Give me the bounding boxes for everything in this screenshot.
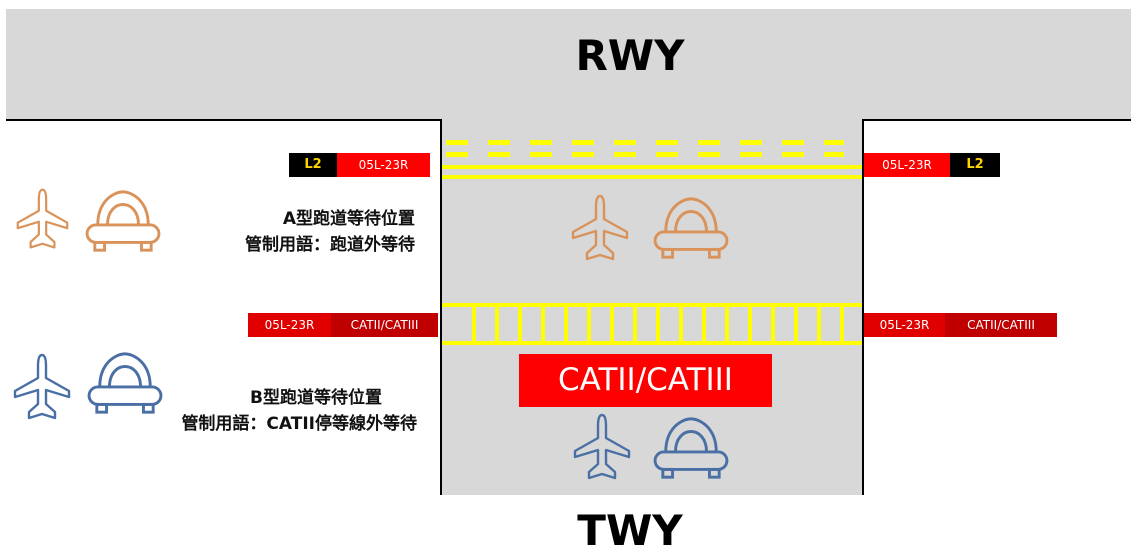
- runway-designation-sign: 05L-23R: [864, 313, 945, 337]
- airplane-icon: [15, 183, 70, 255]
- airplane-icon: [572, 410, 632, 484]
- taxiway-label: TWY: [577, 506, 683, 555]
- left-area-top-edge: [6, 119, 442, 121]
- runway-designation-sign: 05L-23R: [248, 313, 331, 337]
- car-icon: [84, 188, 162, 256]
- pattern-a-solid-line-2: [442, 175, 862, 179]
- holding-a-type: A型跑道等待位置: [282, 209, 415, 229]
- taxiway-right-edge: [862, 119, 864, 495]
- airplane-icon: [570, 192, 630, 264]
- right-area-top-edge: [862, 119, 1131, 121]
- car-icon: [652, 195, 730, 263]
- car-icon: [652, 415, 730, 483]
- pattern-b-ladder-marking: [442, 303, 862, 345]
- runway-surface: [6, 9, 1131, 120]
- holding-a-phraseology: 管制用語：跑道外等待: [245, 235, 415, 255]
- sign-a-right: 05L-23R L2: [864, 153, 1000, 177]
- sign-b-right: 05L-23R CATII/CATIII: [864, 313, 1057, 337]
- location-sign: L2: [289, 153, 337, 177]
- sign-a-left: L2 05L-23R: [289, 153, 430, 177]
- pattern-a-dashes: [446, 140, 844, 157]
- category-sign: CATII/CATIII: [331, 313, 438, 337]
- sign-b-left: 05L-23R CATII/CATIII: [248, 313, 438, 337]
- holding-b-phraseology: 管制用語：CATII停等線外等待: [181, 414, 417, 434]
- cat-marking-box: CATII/CATIII: [519, 354, 772, 407]
- car-icon: [86, 350, 164, 418]
- runway-label: RWY: [575, 31, 685, 80]
- pattern-a-marking: [442, 140, 862, 179]
- pattern-a-solid-line-1: [442, 165, 862, 169]
- taxiway-left-edge: [440, 119, 442, 495]
- category-sign: CATII/CATIII: [945, 313, 1057, 337]
- holding-b-type: B型跑道等待位置: [250, 388, 382, 408]
- airplane-icon: [12, 350, 72, 424]
- runway-designation-sign: 05L-23R: [864, 153, 950, 177]
- holding-b-label: B型跑道等待位置 管制用語：CATII停等線外等待: [115, 385, 417, 437]
- location-sign: L2: [950, 153, 1000, 177]
- holding-a-label: A型跑道等待位置 管制用語：跑道外等待: [165, 206, 415, 258]
- taxiway-surface: [441, 120, 863, 495]
- runway-designation-sign: 05L-23R: [337, 153, 430, 177]
